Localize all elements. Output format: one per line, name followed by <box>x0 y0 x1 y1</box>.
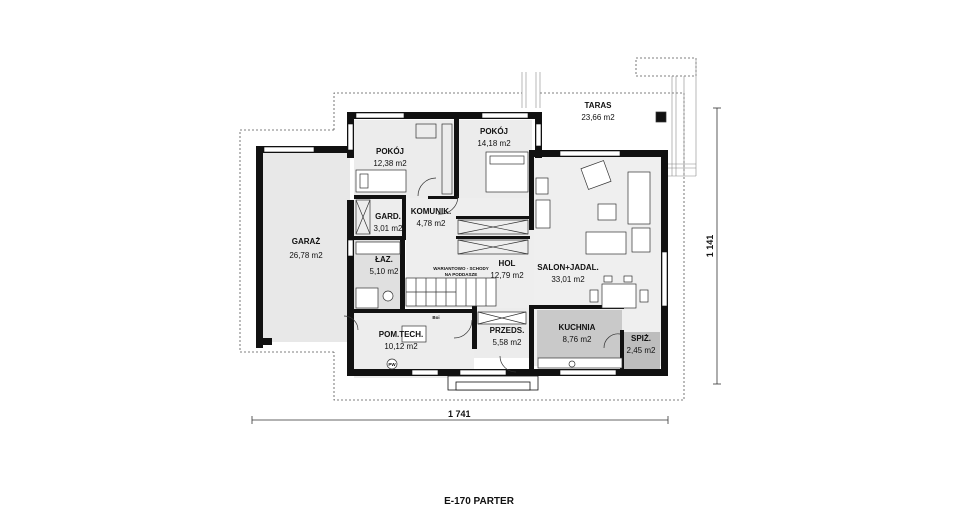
room-name-przeds: PRZEDS. <box>490 326 525 335</box>
room-area-gard: 3,01 m2 <box>374 224 403 233</box>
room-area-lazienka: 5,10 m2 <box>370 267 399 276</box>
room-area-spiz: 2,45 m2 <box>627 346 656 355</box>
dimension-lines <box>251 107 721 424</box>
room-name-salon: SALON+JADAL. <box>537 263 599 272</box>
room-name-kuchnia: KUCHNIA <box>559 323 596 332</box>
room-area-salon: 33,01 m2 <box>551 275 585 284</box>
room-name-gard: GARD. <box>375 212 401 221</box>
room-name-hol: HOL <box>499 259 516 268</box>
interior-walls <box>354 119 624 376</box>
room-area-hol: 12,79 m2 <box>490 271 524 280</box>
room-area-przeds: 5,58 m2 <box>493 338 522 347</box>
room-name-pomtech: POM.TECH. <box>379 330 423 339</box>
room-name-spiz: SPIŻ. <box>631 334 651 343</box>
room-name-lazienka: ŁAZ. <box>375 255 393 264</box>
dimension-width: 1 741 <box>448 409 471 419</box>
room-area-pokoj1: 12,38 m2 <box>373 159 407 168</box>
room-area-taras: 23,66 m2 <box>581 113 615 122</box>
room-area-garaz: 26,78 m2 <box>289 251 323 260</box>
room-area-pokoj2: 14,18 m2 <box>477 139 511 148</box>
washer-label: PW <box>388 362 396 367</box>
pergola-lines <box>521 58 697 177</box>
room-name-taras: TARAS <box>585 101 613 110</box>
room-name-garaz: GARAŻ <box>292 237 321 246</box>
plan-title: E-170 PARTER <box>444 496 515 507</box>
room-name-pokoj1: POKÓJ <box>376 147 404 156</box>
stairs-note-line1: WARIANTOWO - SCHODY <box>433 266 488 271</box>
boiler-label: Boi <box>432 315 439 320</box>
dimension-height: 1 141 <box>705 235 715 258</box>
room-name-komunik: KOMUNIK. <box>411 207 451 216</box>
furniture <box>343 111 667 373</box>
room-area-pomtech: 10,12 m2 <box>384 342 418 351</box>
entrance-steps <box>447 375 539 391</box>
room-area-kuchnia: 8,76 m2 <box>563 335 592 344</box>
room-name-pokoj2: POKÓJ <box>480 127 508 136</box>
windows <box>263 112 668 376</box>
stairs-note-line2: NA PODDASZE <box>445 272 478 277</box>
room-area-komunik: 4,78 m2 <box>417 219 446 228</box>
